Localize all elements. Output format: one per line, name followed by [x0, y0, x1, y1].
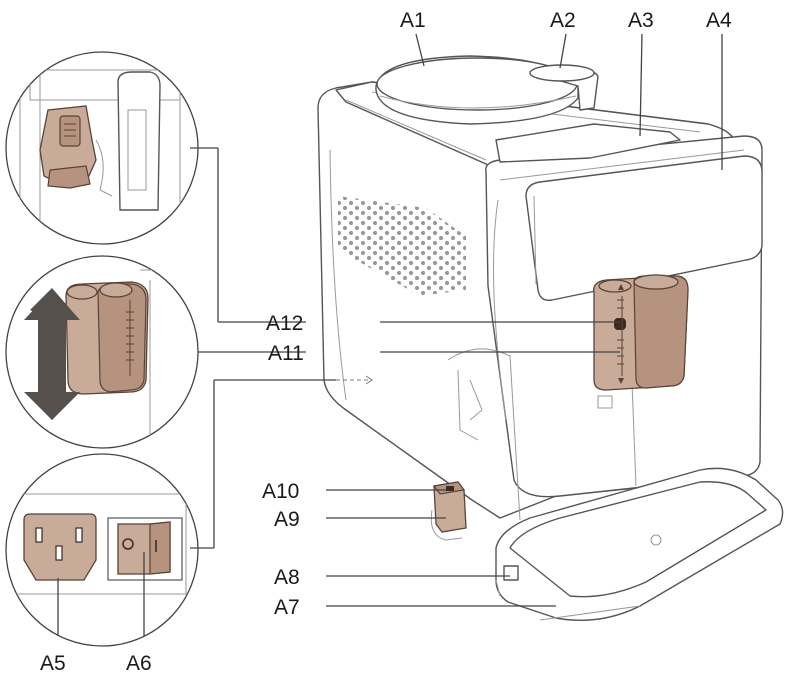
leader-line-a1	[415, 33, 425, 67]
label-a12: A12	[266, 312, 303, 335]
drip-tray	[495, 467, 784, 621]
label-a11: A11	[268, 342, 304, 365]
label-a9: A9	[274, 508, 300, 531]
label-a1: A1	[400, 9, 426, 32]
detail-circle-spout	[5, 255, 199, 449]
off-symbol-icon	[122, 538, 134, 550]
ground-coffee-compartment	[495, 123, 681, 163]
label-a5: A5	[40, 652, 66, 675]
label-a6: A6	[126, 652, 152, 675]
label-a4: A4	[706, 9, 732, 32]
label-a2: A2	[550, 9, 576, 32]
label-a7: A7	[274, 596, 300, 619]
detail-circle-brewing-group	[5, 51, 199, 245]
control-panel-display	[525, 155, 763, 301]
ventilation-grille	[338, 196, 466, 296]
detail-circle-power	[5, 453, 199, 647]
bean-container-lid	[375, 55, 579, 125]
label-a3: A3	[628, 9, 654, 32]
aroma-seal-lid	[529, 64, 599, 111]
label-a8: A8	[274, 566, 300, 589]
coffee-dispensing-spout	[593, 274, 689, 391]
spout-nozzle	[597, 395, 613, 409]
power-switch	[107, 517, 183, 581]
label-a10: A10	[262, 480, 299, 503]
leader-line-a3	[639, 33, 643, 137]
water-hardness-part	[430, 481, 467, 541]
leader-line-a2	[559, 33, 567, 69]
drip-tray-release	[503, 565, 519, 581]
power-socket	[23, 513, 97, 581]
